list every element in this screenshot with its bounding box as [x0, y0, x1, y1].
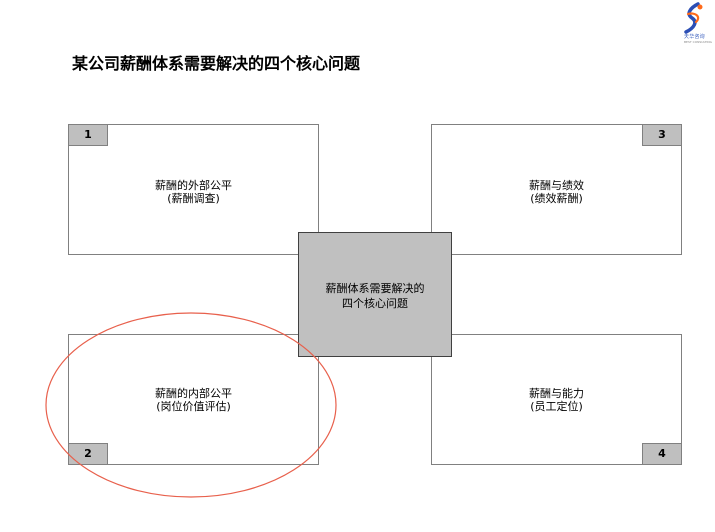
page-title: 某公司薪酬体系需要解决的四个核心问题 — [72, 54, 361, 73]
quadrant-2-label: 薪酬的内部公平 (岗位价值评估) — [69, 387, 318, 413]
quadrant-box-4: 薪酬与能力 (员工定位) — [431, 334, 682, 465]
quadrant-box-1: 薪酬的外部公平 (薪酬调查) — [68, 124, 319, 255]
center-line1: 薪酬体系需要解决的 — [325, 282, 425, 295]
center-line2: 四个核心问题 — [342, 297, 408, 310]
quadrant-2-line1: 薪酬的内部公平 — [155, 387, 232, 400]
logo-subtext: BEST CONSULTING — [684, 40, 712, 44]
quadrant-1-number: 1 — [68, 124, 108, 146]
quadrant-4-line2: (员工定位) — [530, 400, 583, 413]
center-core-box: 薪酬体系需要解决的 四个核心问题 — [298, 232, 452, 357]
quadrant-1-label: 薪酬的外部公平 (薪酬调查) — [69, 179, 318, 205]
quadrant-2-line2: (岗位价值评估) — [156, 400, 231, 413]
quadrant-4-line1: 薪酬与能力 — [529, 387, 584, 400]
quadrant-1-line1: 薪酬的外部公平 — [155, 179, 232, 192]
quadrant-1-line2: (薪酬调查) — [167, 192, 220, 205]
quadrant-3-line2: (绩效薪酬) — [530, 192, 583, 205]
quadrant-box-3: 薪酬与绩效 (绩效薪酬) — [431, 124, 682, 255]
quadrant-4-label: 薪酬与能力 (员工定位) — [432, 387, 681, 413]
logo-text: 天华咨询 — [684, 34, 705, 40]
quadrant-3-label: 薪酬与绩效 (绩效薪酬) — [432, 179, 681, 205]
quadrant-3-number: 3 — [642, 124, 682, 146]
quadrant-4-number: 4 — [642, 443, 682, 465]
company-logo — [684, 2, 703, 34]
quadrant-2-number: 2 — [68, 443, 108, 465]
center-label: 薪酬体系需要解决的 四个核心问题 — [299, 281, 451, 311]
quadrant-3-line1: 薪酬与绩效 — [529, 179, 584, 192]
logo-swoosh-icon — [684, 2, 700, 34]
